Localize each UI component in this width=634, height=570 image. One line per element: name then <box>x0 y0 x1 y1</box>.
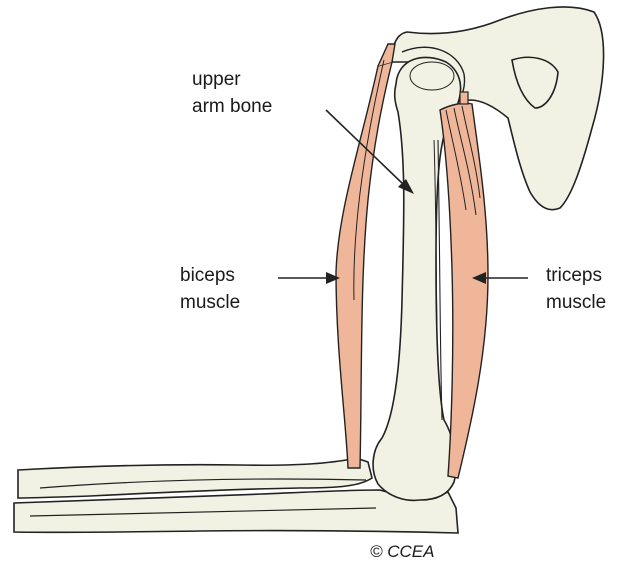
biceps-muscle-belly <box>336 62 392 468</box>
biceps-muscle-label: biceps muscle <box>180 262 240 316</box>
triceps-tendon-tab <box>460 92 468 104</box>
triceps-label-line1: triceps <box>546 262 606 289</box>
triceps-muscle <box>440 92 488 478</box>
copyright-credit: © CCEA <box>370 542 434 562</box>
triceps-muscle-label: triceps muscle <box>546 262 606 316</box>
triceps-muscle-belly <box>440 103 488 478</box>
biceps-label-line1: biceps <box>180 262 240 289</box>
upper-arm-bone-label-line1: upper <box>192 66 272 93</box>
biceps-muscle <box>336 44 395 468</box>
upper-arm-bone-label-line2: arm bone <box>192 93 272 120</box>
upper-arm-bone-label: upper arm bone <box>192 66 272 120</box>
biceps-label-line2: muscle <box>180 289 240 316</box>
triceps-label-line2: muscle <box>546 289 606 316</box>
